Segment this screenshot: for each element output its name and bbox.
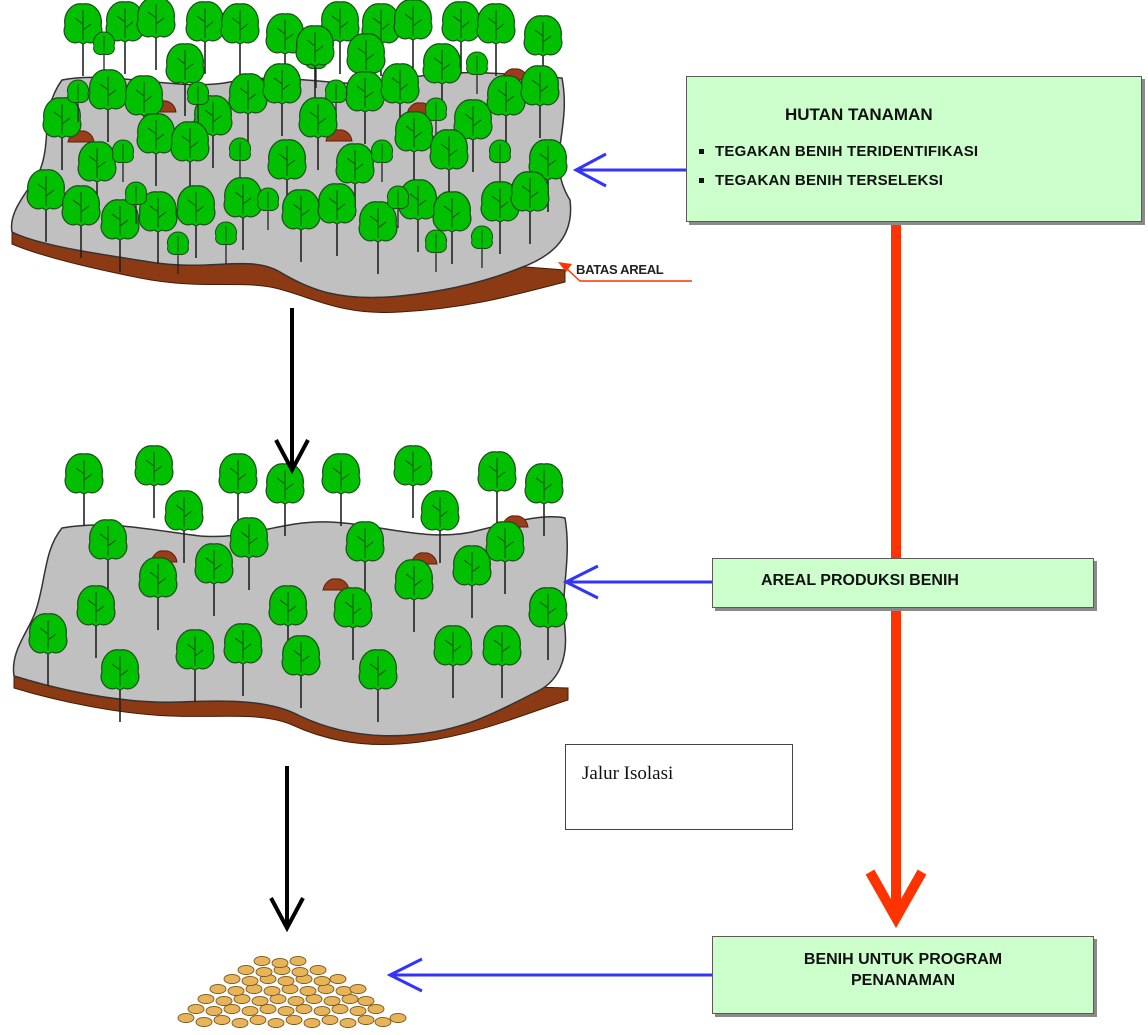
hutan-tanaman-box: HUTAN TANAMAN TEGAKAN BENIH TERIDENTIFIK… <box>686 76 1142 222</box>
jalur-isolasi-text: Jalur Isolasi <box>582 763 674 784</box>
jalur-isolasi-box: Jalur Isolasi <box>565 744 793 830</box>
bullet-teridentifikasi: TEGAKAN BENIH TERIDENTIFIKASI <box>699 137 978 166</box>
blue-arrow-areal <box>562 564 712 600</box>
blue-arrow-hutan <box>572 152 686 188</box>
bullet-terseleksi: TEGAKAN BENIH TERSELEKSI <box>699 166 978 195</box>
hutan-tanaman-title: HUTAN TANAMAN <box>785 105 933 124</box>
batas-areal-label: BATAS AREAL <box>576 262 664 277</box>
black-arrow-top <box>274 308 310 475</box>
batas-areal-pointer <box>558 262 692 282</box>
benih-program-box: BENIH UNTUK PROGRAM PENANAMAN <box>712 936 1094 1014</box>
areal-produksi-box: AREAL PRODUKSI BENIH <box>712 558 1094 608</box>
seed-pile <box>177 955 407 1029</box>
forest-plot-middle <box>12 444 569 746</box>
black-arrow-bottom <box>269 766 305 933</box>
areal-produksi-title: AREAL PRODUKSI BENIH <box>761 572 959 589</box>
benih-program-line2: PENANAMAN <box>851 972 955 989</box>
hutan-tanaman-bullets: TEGAKAN BENIH TERIDENTIFIKASI TEGAKAN BE… <box>699 137 978 195</box>
forest-plot-top <box>10 0 572 314</box>
benih-program-line1: BENIH UNTUK PROGRAM <box>803 951 1003 968</box>
blue-arrow-benih <box>386 957 712 993</box>
